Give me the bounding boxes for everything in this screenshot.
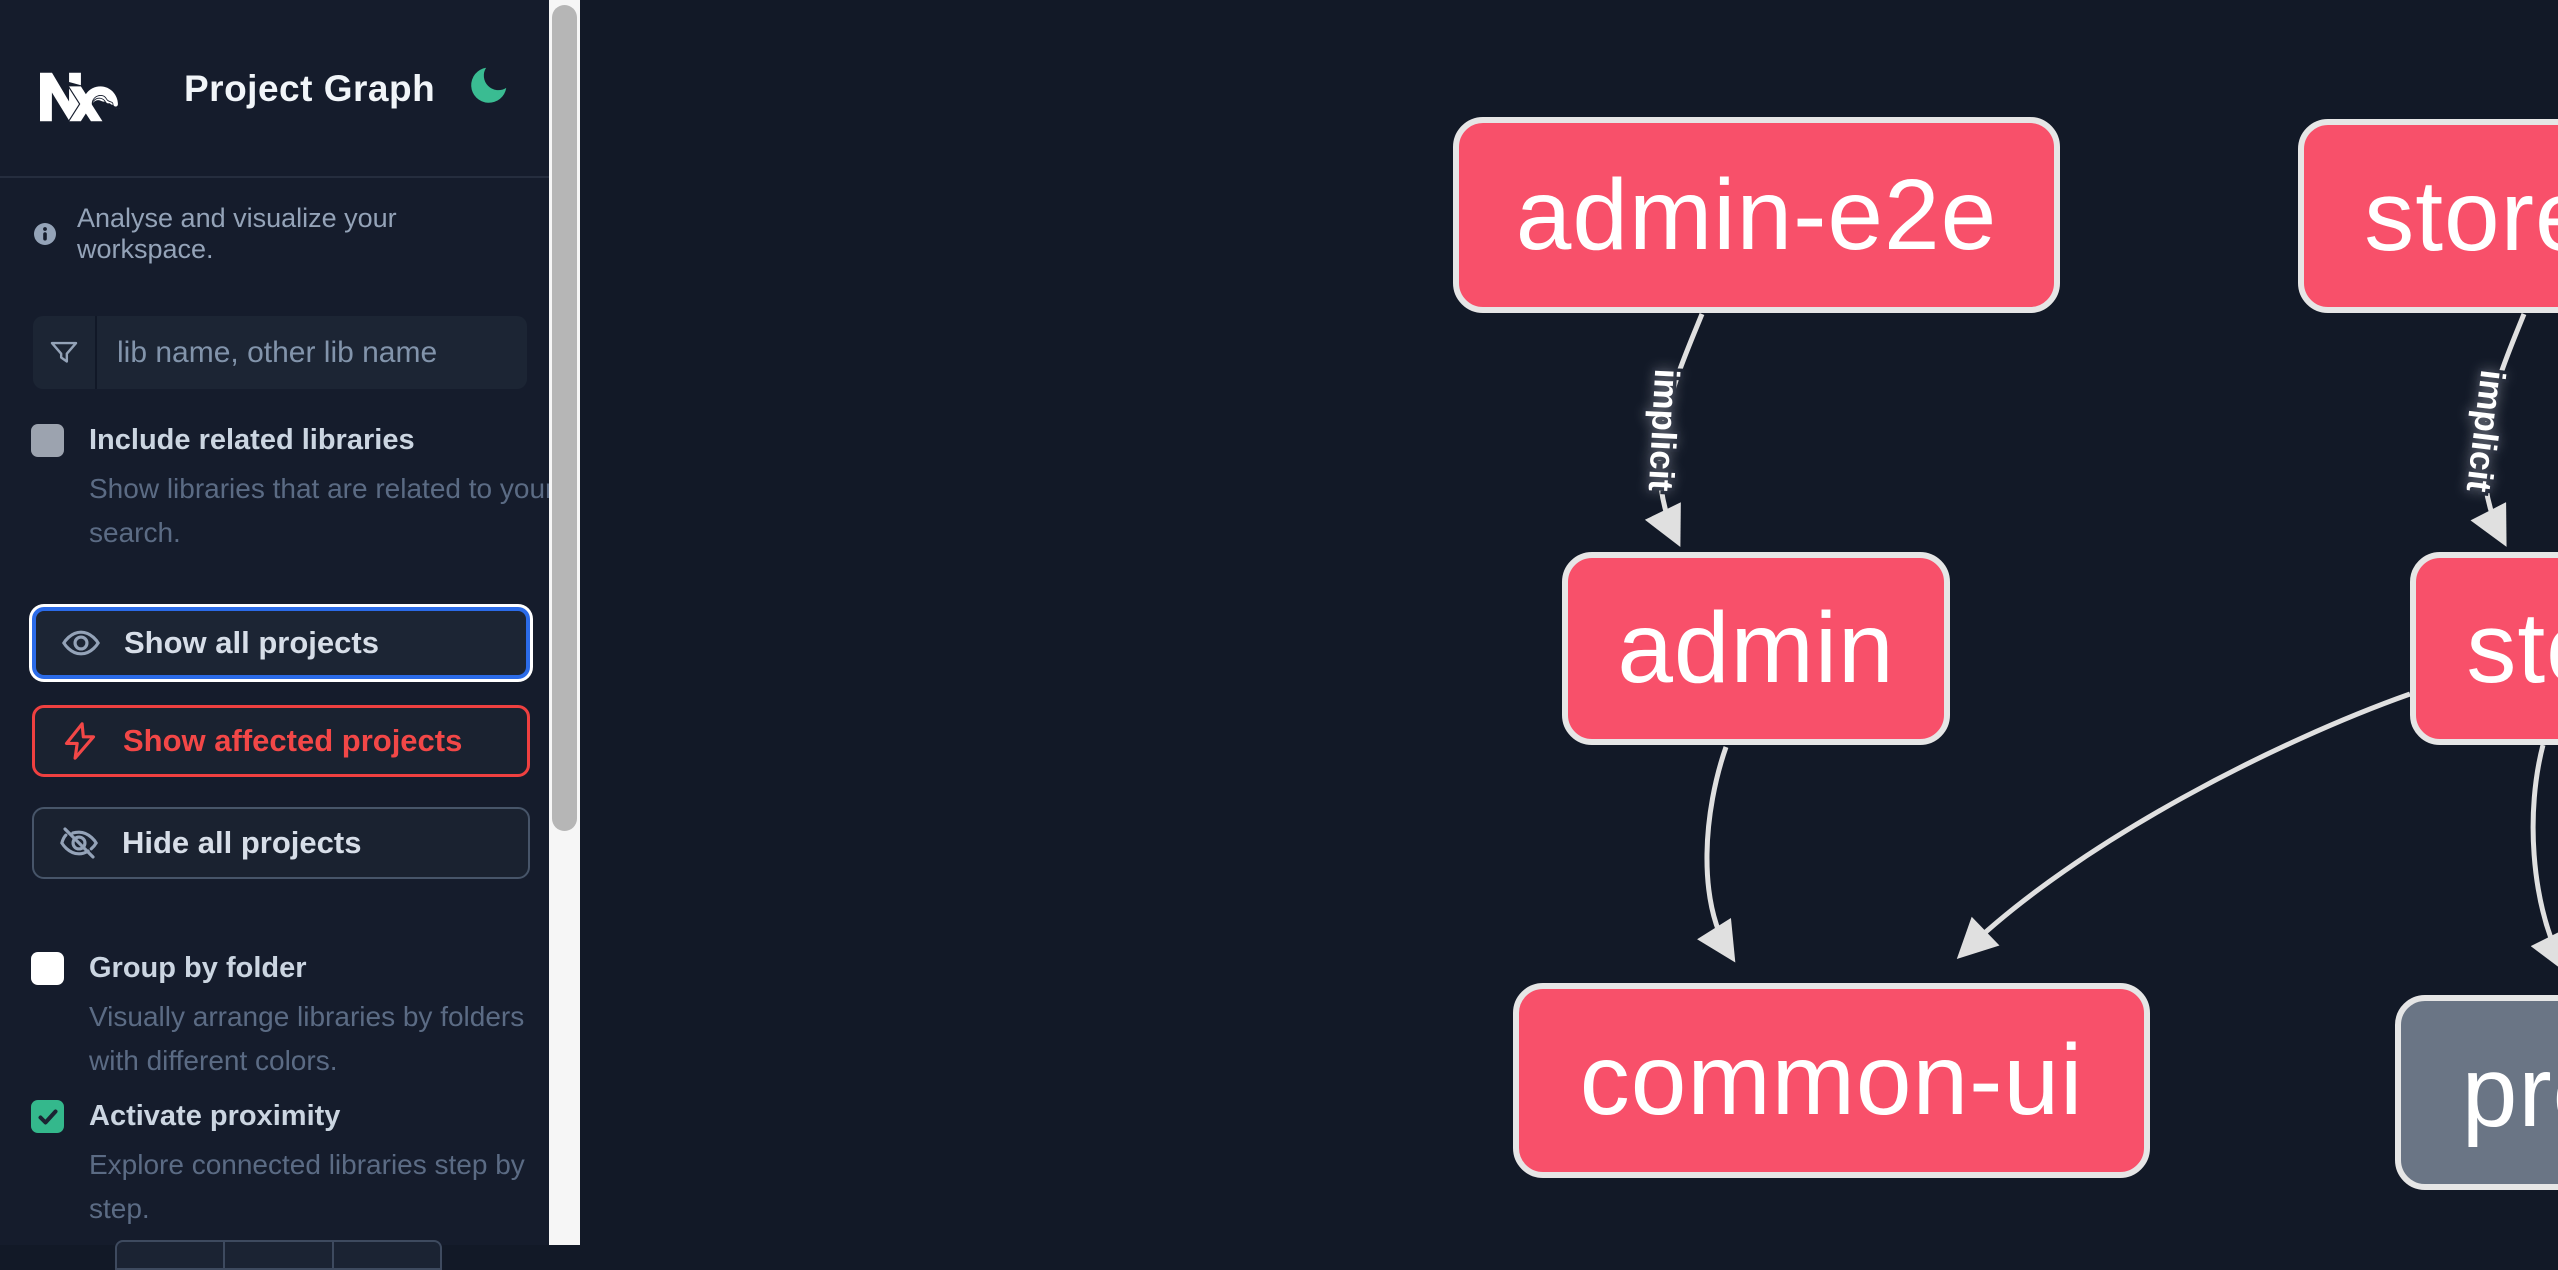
toggle-description: Show libraries that are related to your … bbox=[89, 473, 555, 548]
nx-logo bbox=[40, 72, 120, 122]
stepper-segment[interactable] bbox=[334, 1242, 440, 1268]
toggle-label: Group by folder bbox=[89, 952, 307, 984]
eye-slash-icon bbox=[60, 827, 98, 859]
checkbox-group-by-folder[interactable] bbox=[31, 952, 64, 985]
edge-admin-to-common-ui bbox=[1697, 746, 1736, 963]
funnel-icon bbox=[33, 316, 97, 389]
info-icon bbox=[34, 223, 56, 245]
edge-store-to-products bbox=[2530, 744, 2558, 973]
stepper-segment[interactable] bbox=[117, 1242, 226, 1268]
toggle-group-by-folder: Group by folder Visually arrange librari… bbox=[31, 952, 531, 1083]
stepper-segment[interactable] bbox=[225, 1242, 334, 1268]
sidebar: Project Graph Analyse and visualize your… bbox=[0, 0, 554, 1270]
graph-node-store[interactable]: store bbox=[2410, 552, 2558, 745]
search-box bbox=[33, 316, 527, 389]
toggle-description: Explore connected libraries step by step… bbox=[89, 1149, 525, 1224]
node-label: store bbox=[2466, 592, 2558, 704]
button-label: Show affected projects bbox=[123, 723, 463, 758]
checkbox-activate-proximity[interactable] bbox=[31, 1100, 64, 1133]
edge-label-implicit: implicit bbox=[1637, 364, 1689, 495]
graph-node-admin-e2e[interactable]: admin-e2e bbox=[1453, 117, 2060, 313]
node-label: store-e2e bbox=[2364, 159, 2558, 272]
toggle-label: Include related libraries bbox=[89, 424, 415, 456]
workspace-info: Analyse and visualize your workspace. bbox=[33, 203, 533, 265]
toggle-activate-proximity: Activate proximity Explore connected lib… bbox=[31, 1100, 531, 1231]
show-all-projects-button[interactable]: Show all projects bbox=[32, 607, 530, 679]
node-label: admin bbox=[1617, 592, 1895, 704]
edge-label-implicit: implicit bbox=[2455, 364, 2516, 497]
hide-all-projects-button[interactable]: Hide all projects bbox=[32, 807, 530, 879]
page-title: Project Graph bbox=[184, 68, 436, 109]
button-label: Show all projects bbox=[124, 625, 379, 660]
toggle-include-related: Include related libraries Show libraries… bbox=[31, 424, 554, 555]
graph-node-store-e2e[interactable]: store-e2e bbox=[2298, 119, 2558, 313]
toggle-description: Visually arrange libraries by folders wi… bbox=[89, 1001, 525, 1076]
eye-icon bbox=[62, 630, 100, 656]
checkbox-include-related[interactable] bbox=[31, 424, 64, 457]
sidebar-header: Project Graph bbox=[0, 0, 552, 178]
node-label: admin-e2e bbox=[1515, 158, 1998, 271]
theme-toggle-moon-icon[interactable] bbox=[466, 62, 512, 108]
node-label: products bbox=[2461, 1036, 2558, 1148]
toggle-label: Activate proximity bbox=[89, 1100, 341, 1132]
graph-canvas[interactable]: implicit implicit admin-e2e store-e2e ad… bbox=[580, 0, 2558, 1245]
graph-node-common-ui[interactable]: common-ui bbox=[1513, 983, 2150, 1178]
info-text: Analyse and visualize your workspace. bbox=[77, 203, 397, 264]
bolt-icon bbox=[64, 722, 96, 760]
graph-node-admin[interactable]: admin bbox=[1562, 552, 1950, 745]
checkmark-icon bbox=[38, 1109, 57, 1124]
search-input[interactable] bbox=[97, 316, 527, 389]
node-label: common-ui bbox=[1579, 1024, 2084, 1136]
sidebar-scrollbar-track[interactable] bbox=[549, 0, 580, 1245]
sidebar-scrollbar-thumb[interactable] bbox=[552, 5, 577, 831]
show-affected-projects-button[interactable]: Show affected projects bbox=[32, 705, 530, 777]
graph-node-products[interactable]: products bbox=[2395, 995, 2558, 1190]
button-label: Hide all projects bbox=[122, 825, 362, 860]
edge-store-to-common-ui bbox=[1956, 691, 2411, 959]
